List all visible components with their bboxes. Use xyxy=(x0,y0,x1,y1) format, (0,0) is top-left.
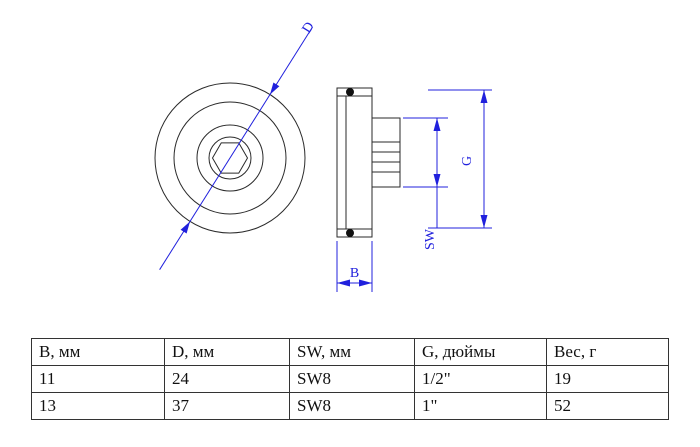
table-cell: 1" xyxy=(414,392,547,420)
table-row: 11 24 SW8 1/2" 19 xyxy=(31,365,669,393)
table-header-row: B, мм D, мм SW, мм G, дюймы Вес, г xyxy=(31,338,669,366)
d-arrow-bottom-icon xyxy=(180,221,190,234)
b-arrow-right-icon xyxy=(359,279,372,287)
sw-arrow-down-icon xyxy=(433,174,441,187)
middle-circle xyxy=(173,101,287,215)
inner-circle xyxy=(196,124,264,192)
d-arrow-top-icon xyxy=(270,82,280,95)
sw-arrow-up-icon xyxy=(433,118,441,131)
table-cell: 1/2" xyxy=(414,365,547,393)
table-cell: SW8 xyxy=(289,365,415,393)
table-cell: 37 xyxy=(164,392,290,420)
front-view xyxy=(154,82,306,234)
label-d: D xyxy=(300,20,318,37)
dimension-table: B, мм D, мм SW, мм G, дюймы Вес, г 11 24… xyxy=(31,338,669,420)
d-dimension-line xyxy=(159,26,314,270)
side-view xyxy=(336,87,401,238)
dimension-sw: SW xyxy=(403,117,448,250)
table-row: 13 37 SW8 1" 52 xyxy=(31,392,669,420)
table-cell: 19 xyxy=(546,365,669,393)
table-header-cell: G, дюймы xyxy=(414,338,547,366)
label-g: G xyxy=(460,156,475,166)
oring-bottom-icon xyxy=(346,229,354,237)
table-header-cell: B, мм xyxy=(31,338,165,366)
table-header-cell: Вес, г xyxy=(546,338,669,366)
table-cell: 11 xyxy=(31,365,165,393)
g-arrow-up-icon xyxy=(480,90,488,103)
table-header-cell: SW, мм xyxy=(289,338,415,366)
table-header-cell: D, мм xyxy=(164,338,290,366)
label-b: B xyxy=(350,266,359,281)
label-sw: SW xyxy=(423,228,438,250)
dimension-g: G xyxy=(428,89,492,229)
g-arrow-down-icon xyxy=(480,215,488,228)
table-cell: 52 xyxy=(546,392,669,420)
table-cell: 24 xyxy=(164,365,290,393)
b-arrow-left-icon xyxy=(337,279,350,287)
outer-circle xyxy=(154,82,306,234)
socket-circle xyxy=(208,136,252,180)
side-outline xyxy=(336,87,401,238)
dimension-b: B xyxy=(336,241,373,292)
hex-socket xyxy=(211,142,249,174)
table-cell: 13 xyxy=(31,392,165,420)
oring-top-icon xyxy=(346,88,354,96)
table-cell: SW8 xyxy=(289,392,415,420)
drawing-canvas: D SW xyxy=(154,20,492,292)
